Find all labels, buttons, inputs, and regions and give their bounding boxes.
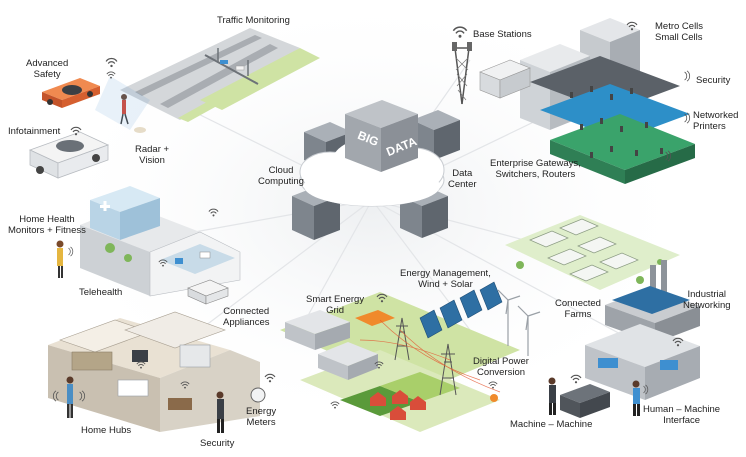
power-pylon-icon <box>394 317 457 396</box>
car-orange <box>42 78 100 108</box>
home-building <box>48 311 260 432</box>
worker-right <box>632 380 640 416</box>
security-guard <box>216 391 224 433</box>
radar-beam <box>95 76 150 130</box>
industrial-plant <box>560 260 700 418</box>
power-converter-icon <box>490 394 498 402</box>
label-base-stations: Base Stations <box>473 29 532 40</box>
label-infotainment: Infotainment <box>8 126 61 137</box>
wifi-icon <box>105 57 118 68</box>
office-building <box>479 18 695 184</box>
pedestrian-dog <box>120 94 146 133</box>
cell-tower-icon <box>452 42 472 105</box>
energy-meter-icon <box>250 387 266 403</box>
label-enterprise-gateways: Enterprise Gateways,Switchers, Routers <box>490 158 581 180</box>
person-man <box>66 376 74 418</box>
car-white <box>28 131 110 179</box>
wind-turbine-icon <box>497 289 541 356</box>
label-telehealth: Telehealth <box>79 287 123 298</box>
person-woman <box>56 240 64 278</box>
worker-left <box>548 377 556 415</box>
big-data-cube <box>345 100 418 172</box>
connected-farms <box>505 215 680 290</box>
big-data-hub: BIG DATA <box>292 100 460 240</box>
label-traffic-monitoring: Traffic Monitoring <box>217 15 290 26</box>
houses <box>370 390 426 420</box>
label-machine-machine: Machine – Machine <box>510 419 593 430</box>
hospital-building <box>80 186 241 305</box>
label-security-bottom: Security <box>200 438 235 449</box>
label-energy-management: Energy Management,Wind + Solar <box>400 268 491 290</box>
smart-grid-plant <box>285 310 395 380</box>
label-radar-vision: Radar +Vision <box>135 144 170 166</box>
power-lines <box>359 319 501 393</box>
solar-panel-icon <box>419 281 503 339</box>
wifi-icon <box>684 70 691 82</box>
label-home-hubs: Home Hubs <box>81 425 132 436</box>
traffic-road <box>120 28 320 122</box>
label-security-top: Security <box>696 75 731 86</box>
